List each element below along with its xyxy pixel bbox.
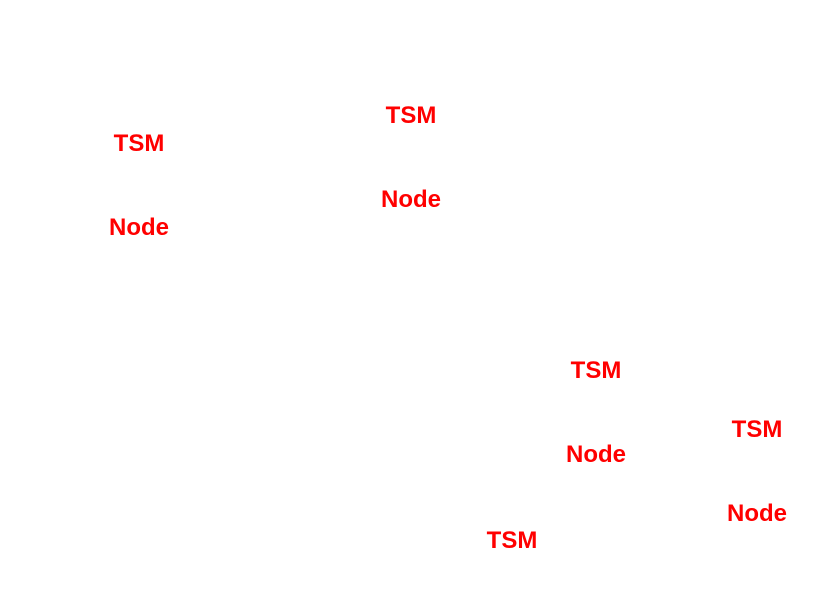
node-label-line-1: TSM — [385, 102, 437, 129]
node-label-line-2: Node — [727, 500, 787, 527]
node-label-tsm-server-bottom-center: TSM Server — [475, 471, 550, 610]
node-label-tsm-node-top-center: TSM Node — [381, 46, 441, 270]
node-label-line-2: Node — [109, 214, 169, 241]
node-label-line-2: Node — [381, 186, 441, 213]
node-label-tsm-node-far-right: TSM Node — [727, 360, 787, 584]
node-label-tsm-node-middle-right: TSM Node — [566, 301, 626, 525]
server-label-line-1: TSM — [486, 527, 538, 554]
node-label-line-2: Node — [566, 441, 626, 468]
node-label-line-1: TSM — [731, 416, 783, 443]
node-label-line-1: TSM — [570, 357, 622, 384]
node-label-tsm-node-top-left: TSM Node — [109, 74, 169, 298]
node-label-line-1: TSM — [113, 130, 165, 157]
